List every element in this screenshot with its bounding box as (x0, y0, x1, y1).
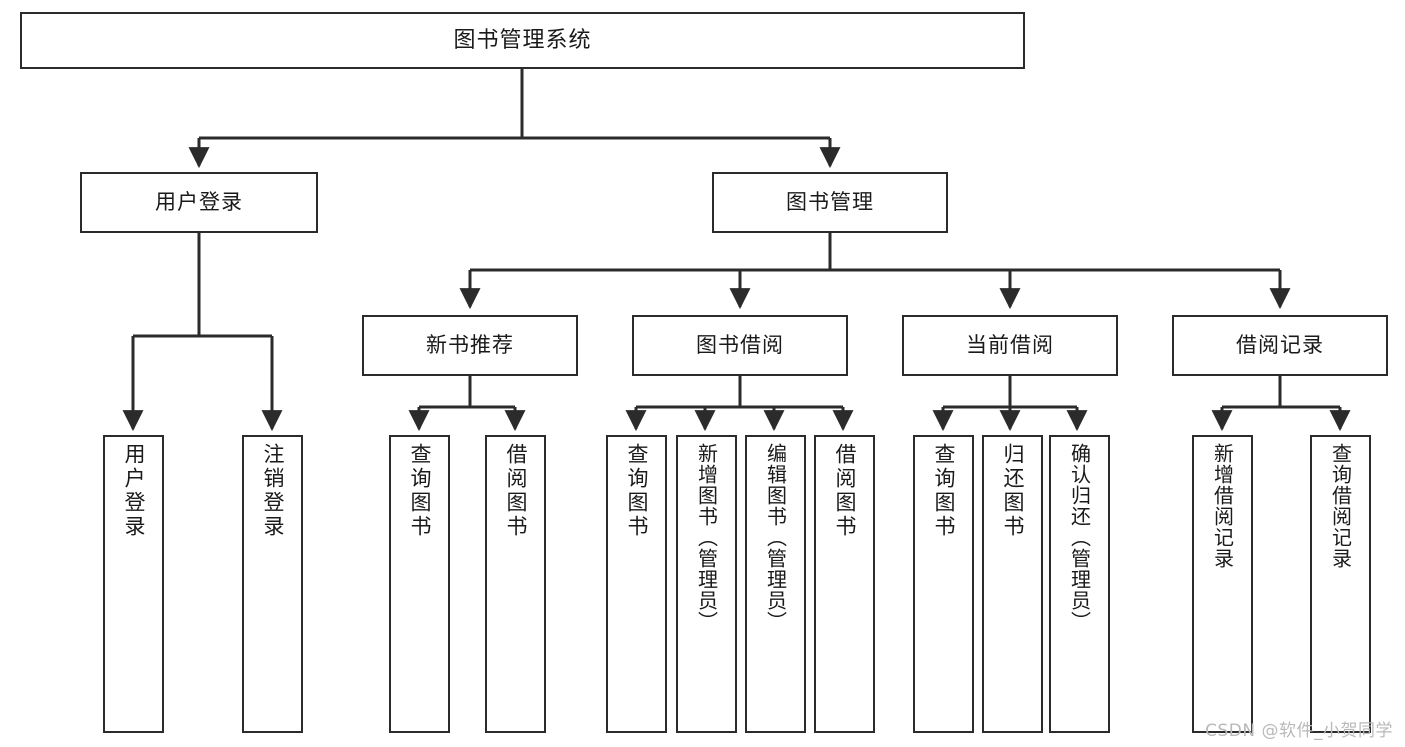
node-label: 查询借阅记录 (1328, 443, 1353, 569)
node-leaf-borrow-book-borrow[interactable]: 借阅图书 (814, 435, 875, 733)
node-label: 用户登录 (122, 443, 146, 539)
node-leaf-query-book-recommend[interactable]: 查询图书 (389, 435, 450, 733)
node-leaf-query-book-borrow[interactable]: 查询图书 (606, 435, 667, 733)
node-borrow-record[interactable]: 借阅记录 (1172, 315, 1388, 376)
node-label: 用户登录 (155, 190, 243, 215)
node-leaf-user-login[interactable]: 用户登录 (103, 435, 164, 733)
node-label: 图书管理系统 (453, 27, 592, 53)
node-leaf-query-borrow-record[interactable]: 查询借阅记录 (1310, 435, 1371, 733)
node-label: 确认归还（管理员） (1067, 443, 1092, 632)
csdn-watermark: CSDN @软件_小贺同学 (1205, 721, 1393, 741)
node-current-borrow[interactable]: 当前借阅 (902, 315, 1118, 376)
node-label: 图书管理 (786, 190, 874, 215)
node-label: 查询图书 (408, 443, 432, 539)
node-label: 借阅记录 (1236, 333, 1324, 358)
node-leaf-return-book[interactable]: 归还图书 (982, 435, 1043, 733)
node-label: 新书推荐 (426, 333, 514, 358)
node-label: 查询图书 (932, 443, 956, 539)
node-label: 新增图书（管理员） (694, 443, 719, 632)
node-label: 归还图书 (1001, 443, 1025, 539)
node-label: 借阅图书 (833, 443, 857, 539)
node-leaf-add-book-admin[interactable]: 新增图书（管理员） (676, 435, 737, 733)
node-label: 图书借阅 (696, 333, 784, 358)
node-new-book-recommend[interactable]: 新书推荐 (362, 315, 578, 376)
node-label: 编辑图书（管理员） (763, 443, 788, 632)
node-book-borrow[interactable]: 图书借阅 (632, 315, 848, 376)
node-leaf-edit-book-admin[interactable]: 编辑图书（管理员） (745, 435, 806, 733)
node-label: 借阅图书 (504, 443, 528, 539)
node-leaf-add-borrow-record[interactable]: 新增借阅记录 (1192, 435, 1253, 733)
node-user-login[interactable]: 用户登录 (80, 172, 318, 233)
node-label: 新增借阅记录 (1210, 443, 1235, 569)
node-book-manage[interactable]: 图书管理 (712, 172, 948, 233)
node-label: 查询图书 (625, 443, 649, 539)
node-leaf-logout[interactable]: 注销登录 (242, 435, 303, 733)
node-leaf-confirm-return-admin[interactable]: 确认归还（管理员） (1049, 435, 1110, 733)
node-label: 注销登录 (261, 443, 285, 539)
node-label: 当前借阅 (966, 333, 1054, 358)
node-root-book-management-system[interactable]: 图书管理系统 (20, 12, 1025, 69)
node-leaf-borrow-book-recommend[interactable]: 借阅图书 (485, 435, 546, 733)
node-leaf-query-book-current[interactable]: 查询图书 (913, 435, 974, 733)
